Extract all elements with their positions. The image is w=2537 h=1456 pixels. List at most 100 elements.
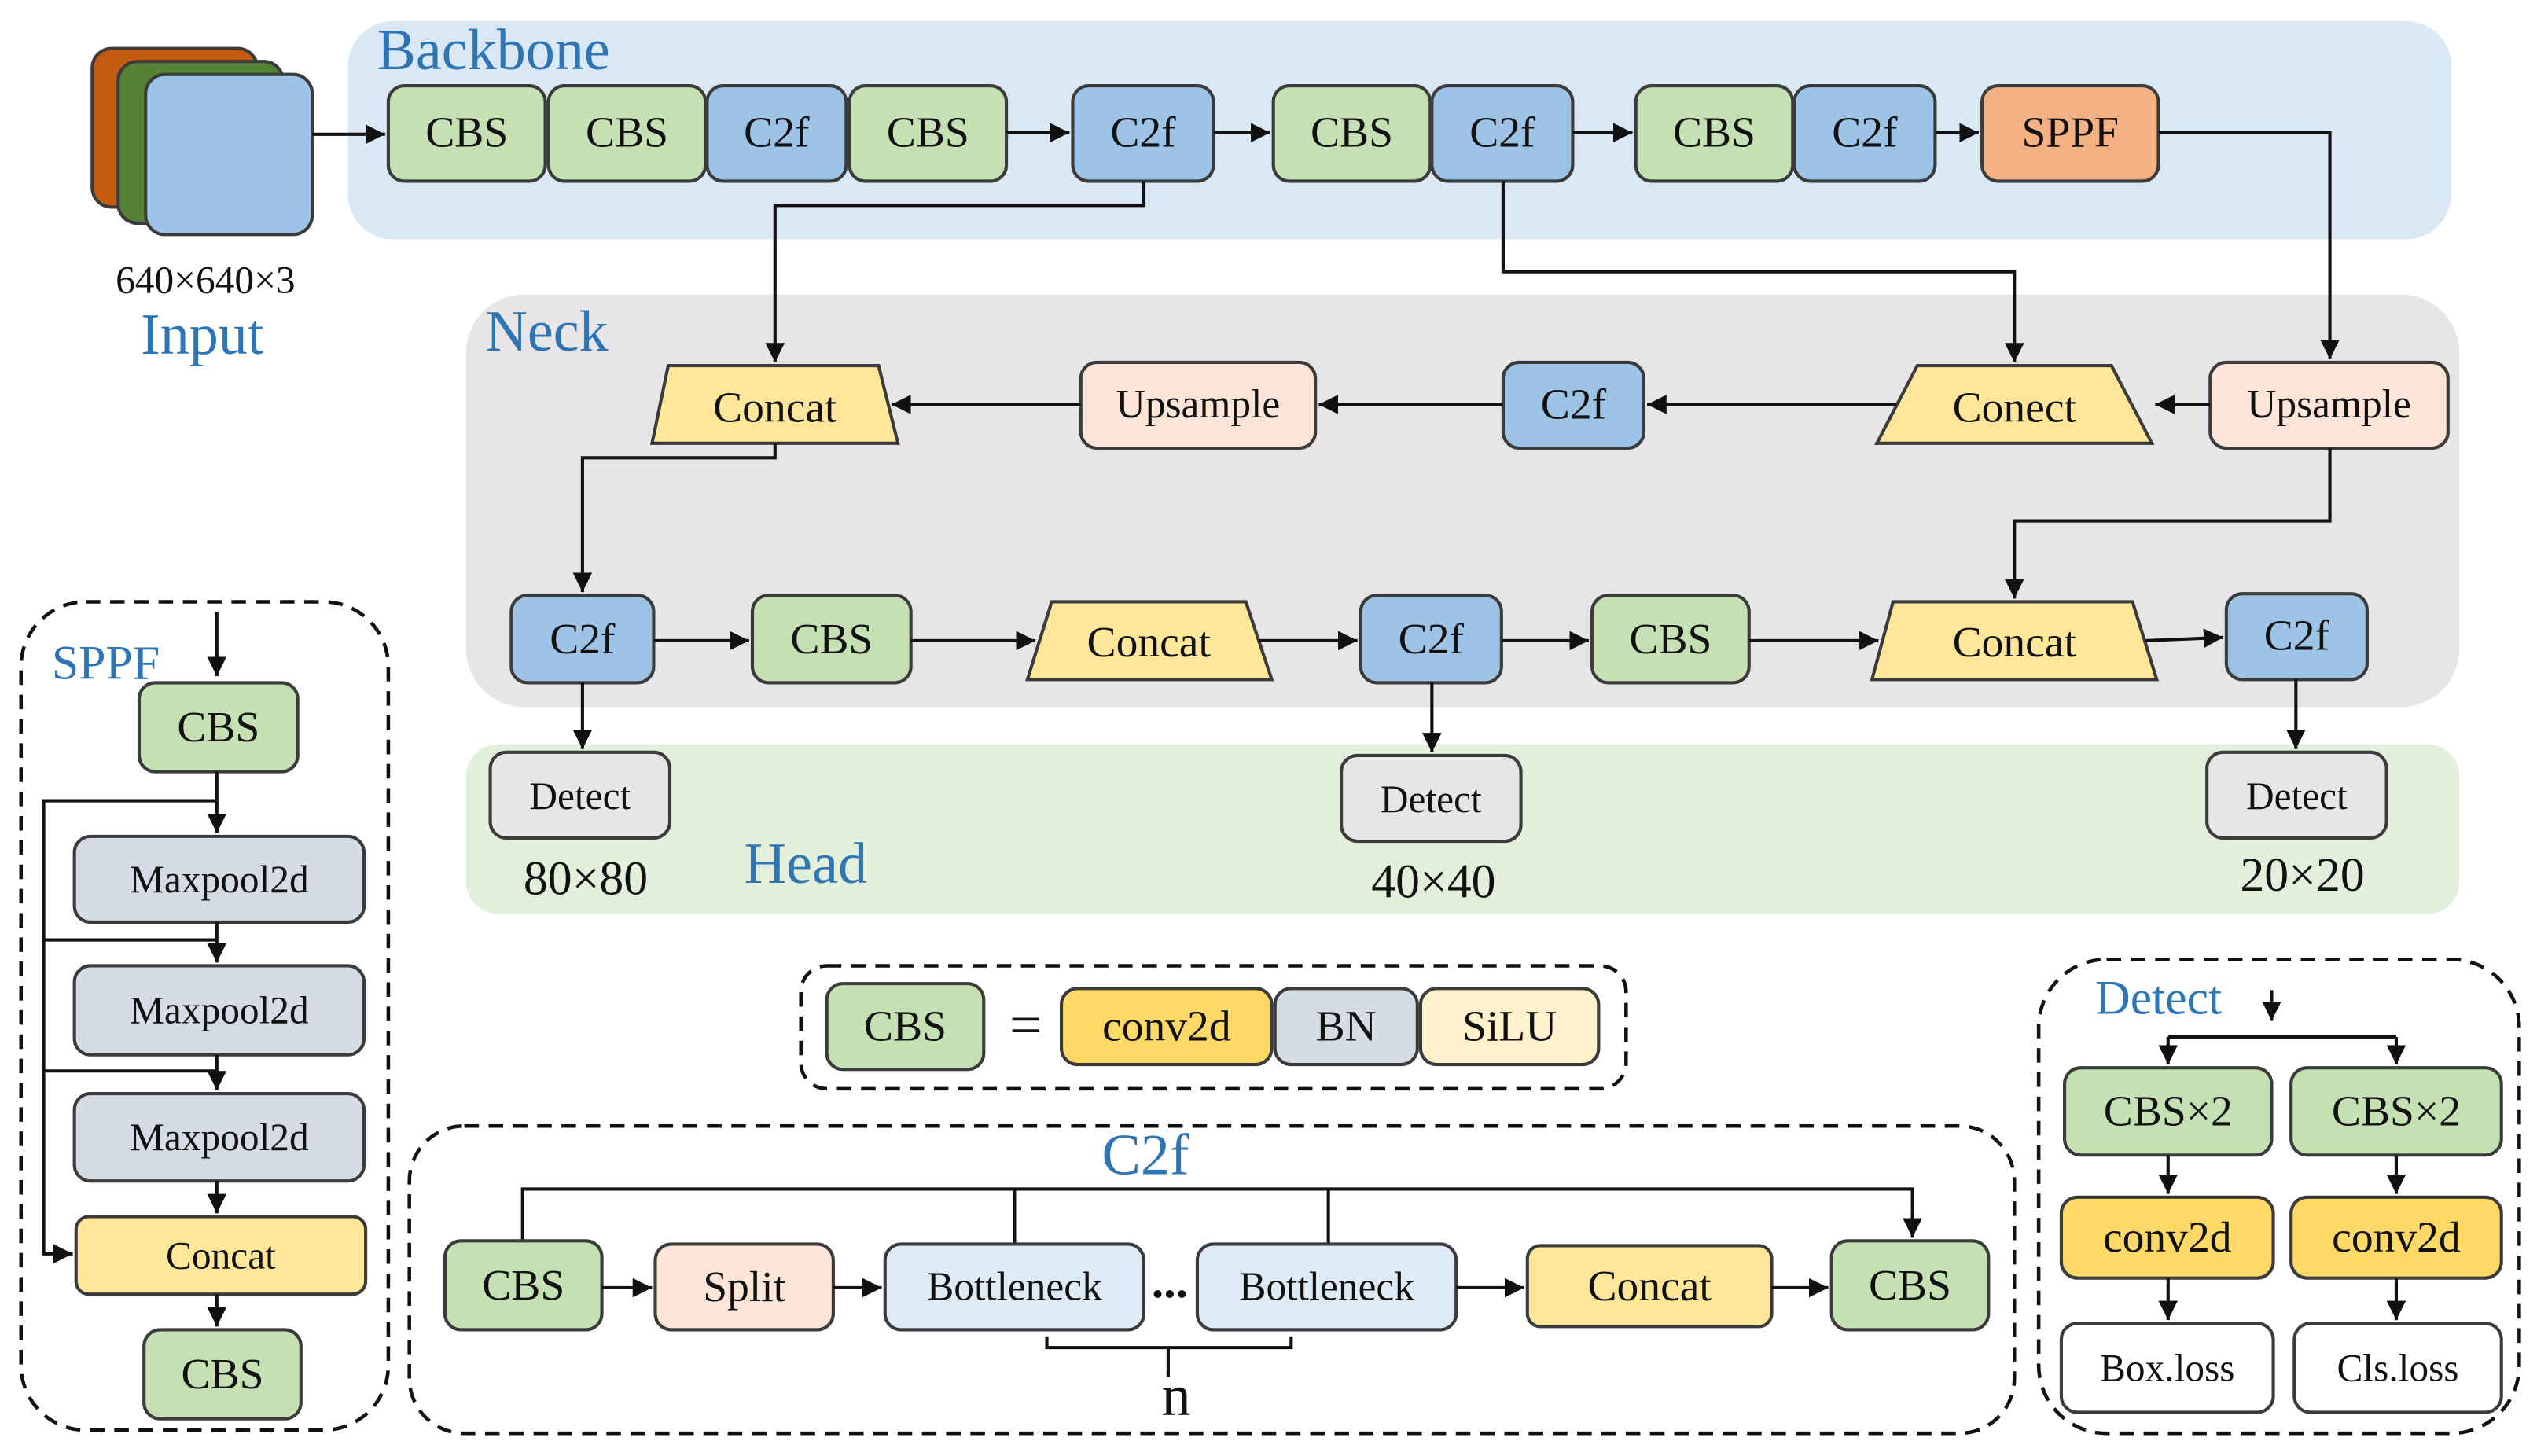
sppf-module-frame	[19, 600, 391, 1432]
block-box	[74, 1215, 368, 1296]
backbone-block-1-cbs: CBS	[386, 84, 547, 183]
head-size-label-1: 80×80	[524, 851, 648, 905]
block-label: conv2d	[2103, 1213, 2232, 1262]
block-label: Concat	[166, 1234, 276, 1277]
cbs-module-definition: CBS = conv2d BN SiLU	[799, 964, 1628, 1091]
block-label: Detect	[1381, 778, 1482, 821]
input-channel-front	[144, 72, 314, 237]
detect-module-detail: Detect CBS×2 CBS×2 conv2d conv2d Box.los…	[2036, 957, 2521, 1436]
sppf-module-detail: SPPF CBS Maxpool2d Maxpool2d Maxpool2d C…	[19, 600, 391, 1432]
block-label: C2f	[1399, 615, 1465, 664]
block-label: CBS	[1673, 108, 1756, 157]
block-label: Concat	[1087, 618, 1212, 667]
cbs-definition-bn: BN	[1273, 987, 1419, 1067]
backbone-block-5-c2f: C2f	[1071, 84, 1215, 183]
block-label: Split	[703, 1263, 786, 1311]
sppf-maxpool-3: Maxpool2d	[72, 1092, 366, 1183]
neck-upsample-right: Upsample	[2208, 360, 2450, 450]
block-label: CBS	[864, 1002, 947, 1051]
backbone-block-4-cbs: CBS	[848, 84, 1009, 183]
cbs-definition-cbs: CBS	[825, 982, 986, 1072]
neck-title: Neck	[485, 300, 609, 364]
detect-branch-2-conv2d: conv2d	[2289, 1195, 2503, 1280]
c2f-bottleneck-1: Bottleneck	[883, 1242, 1146, 1332]
block-label: C2f	[550, 615, 616, 664]
backbone-block-7-c2f: C2f	[1430, 84, 1575, 183]
block-label: Maxpool2d	[130, 858, 309, 901]
block-label: C2f	[1110, 108, 1176, 157]
detect-cls-loss: Cls.loss	[2292, 1322, 2503, 1414]
neck-cbs-lower-1: CBS	[750, 594, 913, 685]
block-box	[1829, 1239, 1991, 1332]
head-title: Head	[745, 832, 867, 896]
block-label: CBS	[1311, 108, 1393, 157]
neck-conect-upper-right: Conect	[1873, 364, 2155, 445]
arrow-upsample-to-concat-lower	[2004, 448, 2332, 599]
block-label: CBS	[887, 108, 969, 157]
block-label: C2f	[1541, 380, 1607, 428]
backbone-block-3-c2f: C2f	[705, 84, 848, 183]
neck-concat-lower-2: Concat	[1870, 600, 2160, 682]
cbs-module-frame	[799, 964, 1628, 1091]
block-box	[386, 84, 547, 183]
block-box	[1873, 364, 2155, 445]
block-box	[1060, 987, 1274, 1067]
neck-cbs-lower-2: CBS	[1590, 594, 1751, 685]
block-box	[2205, 750, 2388, 840]
block-label: C2f	[2264, 612, 2330, 660]
block-label: Box.loss	[2100, 1346, 2235, 1389]
block-label: Conect	[1953, 384, 2077, 432]
block-label: Maxpool2d	[130, 989, 309, 1032]
block-label: SPPF	[2021, 108, 2119, 157]
c2f-repeat-bracket	[1045, 1336, 1293, 1377]
cbs-definition-conv2d: conv2d	[1060, 987, 1274, 1067]
c2f-module-title: C2f	[1102, 1123, 1189, 1187]
block-label: Concat	[713, 384, 837, 432]
backbone-block-9-c2f: C2f	[1792, 84, 1937, 183]
block-label: CBS	[586, 108, 668, 157]
block-box	[72, 1092, 366, 1183]
sppf-module-title: SPPF	[52, 637, 160, 690]
sppf-maxpool-1: Maxpool2d	[72, 834, 366, 924]
block-label: C2f	[744, 108, 810, 157]
block-box	[2292, 1322, 2503, 1414]
detect-branch-2-cbs: CBS×2	[2289, 1066, 2503, 1157]
input-image-stack	[90, 46, 314, 237]
neck-concat-lower-1: Concat	[1025, 600, 1274, 682]
block-label: BN	[1316, 1002, 1377, 1051]
head-detect-2: Detect	[1340, 753, 1523, 844]
input-size-label: 640×640×3	[116, 258, 296, 301]
cbs-equals-sign: =	[1009, 994, 1042, 1058]
neck-c2f-upper: C2f	[1501, 360, 1646, 450]
block-label: CBS×2	[2332, 1087, 2461, 1136]
block-label: Concat	[1587, 1262, 1712, 1311]
block-box	[825, 982, 986, 1072]
arrow-c2f-to-concat-upper	[765, 181, 1146, 362]
block-label: Bottleneck	[1239, 1264, 1414, 1309]
block-box	[488, 750, 672, 840]
block-label: SiLU	[1462, 1002, 1557, 1051]
detect-module-title: Detect	[2095, 972, 2222, 1025]
block-label: C2f	[1469, 108, 1535, 157]
block-label: CBS	[482, 1261, 564, 1310]
block-label: Detect	[2246, 774, 2348, 818]
neck-c2f-lower-3: C2f	[2224, 592, 2369, 682]
neck-upsample-left: Upsample	[1079, 360, 1318, 450]
c2f-split: Split	[653, 1242, 835, 1332]
block-label: Bottleneck	[927, 1264, 1102, 1309]
neck-concat-upper-left: Concat	[649, 364, 900, 445]
backbone-block-8-cbs: CBS	[1634, 84, 1795, 183]
backbone-title: Backbone	[377, 18, 610, 83]
block-box	[72, 834, 366, 924]
block-label: CBS	[1629, 615, 1712, 664]
block-label: Upsample	[2247, 382, 2411, 427]
detect-box-loss: Box.loss	[2059, 1322, 2275, 1414]
block-label: CBS	[1869, 1261, 1951, 1310]
block-label: Cls.loss	[2337, 1346, 2458, 1389]
block-box	[1273, 987, 1419, 1067]
block-label: C2f	[1832, 108, 1898, 157]
sppf-concat: Concat	[74, 1215, 368, 1296]
c2f-concat: Concat	[1525, 1244, 1774, 1329]
backbone-block-2-cbs: CBS	[546, 84, 708, 183]
